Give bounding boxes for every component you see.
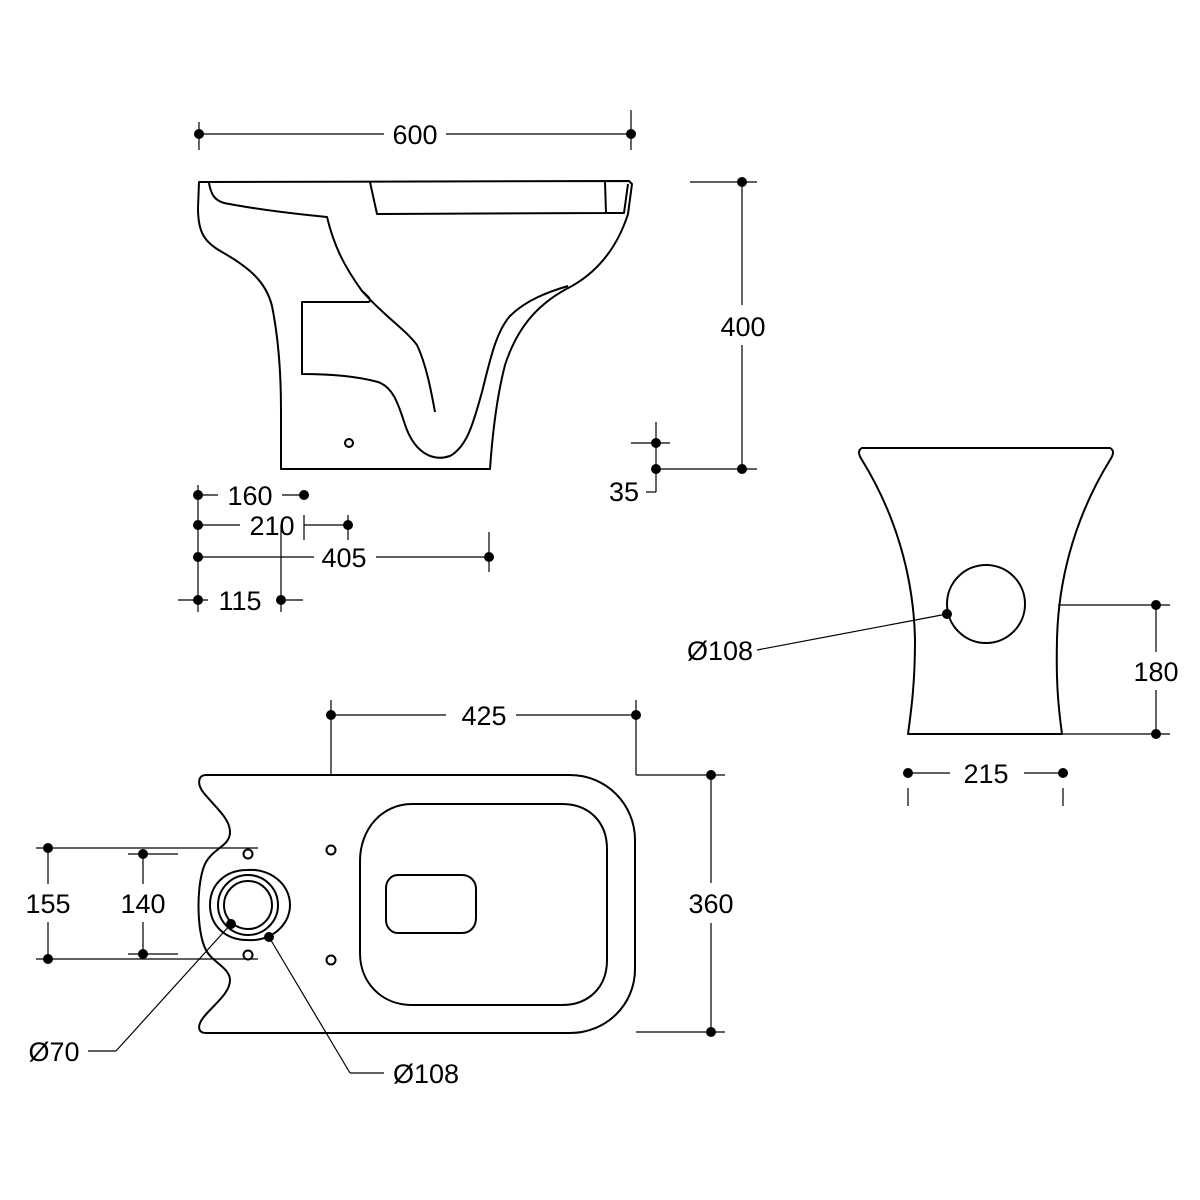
dim-plan-outer-dia: Ø108 [264, 932, 459, 1089]
side-outline [197, 180, 633, 470]
side-fixing-hole [344, 438, 354, 448]
dim-label-210: 210 [249, 511, 294, 541]
dim-label-35: 35 [609, 477, 639, 507]
dim-label-180: 180 [1133, 657, 1178, 687]
dim-plan-155: 155 [25, 843, 258, 964]
side-elevation [197, 180, 633, 470]
plan-hole [242, 848, 254, 860]
plan-view [197, 774, 636, 1034]
dim-back-height: 180 [1058, 600, 1179, 739]
dim-plan-depth: 360 [636, 770, 734, 1037]
plan-hole [242, 949, 254, 961]
dim-label-70: Ø70 [28, 1037, 79, 1067]
dim-label-405: 405 [321, 543, 366, 573]
plan-hole [325, 844, 337, 856]
dim-floor-gap: 35 [609, 422, 670, 507]
dim-label-400: 400 [720, 312, 765, 342]
dim-plan-length: 425 [326, 700, 641, 775]
dim-label-600: 600 [392, 120, 437, 150]
back-outline [858, 447, 1114, 735]
side-seat [369, 181, 607, 215]
plan-outlet-inner [223, 880, 273, 930]
dim-label-215: 215 [963, 759, 1008, 789]
dim-back-width: 215 [903, 759, 1068, 806]
side-outlet [301, 285, 569, 459]
dim-label-140: 140 [120, 889, 165, 919]
dim-label-425: 425 [461, 701, 506, 731]
dim-label-back-dia: Ø108 [687, 636, 753, 666]
plan-seat-outline [359, 803, 608, 1006]
dim-label-115: 115 [218, 586, 261, 616]
side-rim-line [208, 182, 436, 413]
dim-label-155: 155 [25, 889, 70, 919]
dim-setouts: 160 210 405 115 [178, 481, 494, 616]
side-bowl-inner [361, 290, 371, 303]
plan-outlet-outer [217, 874, 279, 936]
dim-side-height: 400 [656, 177, 766, 474]
dim-back-outlet: Ø108 [687, 609, 952, 666]
plan-outline [197, 774, 636, 1034]
dim-label-360: 360 [688, 889, 733, 919]
dim-label-108-plan: Ø108 [393, 1059, 459, 1089]
dim-plan-inner-dia: Ø70 [28, 919, 236, 1067]
side-seat-hinge [605, 183, 629, 214]
dim-plan-140: 140 [120, 849, 178, 959]
dim-label-160: 160 [227, 481, 272, 511]
plan-bowl-opening [385, 874, 477, 934]
plan-hole [325, 954, 337, 966]
back-elevation [858, 447, 1114, 735]
dim-side-width: 600 [194, 110, 636, 150]
plan-outlet-collar [209, 868, 291, 942]
back-outlet-circle [946, 564, 1026, 644]
